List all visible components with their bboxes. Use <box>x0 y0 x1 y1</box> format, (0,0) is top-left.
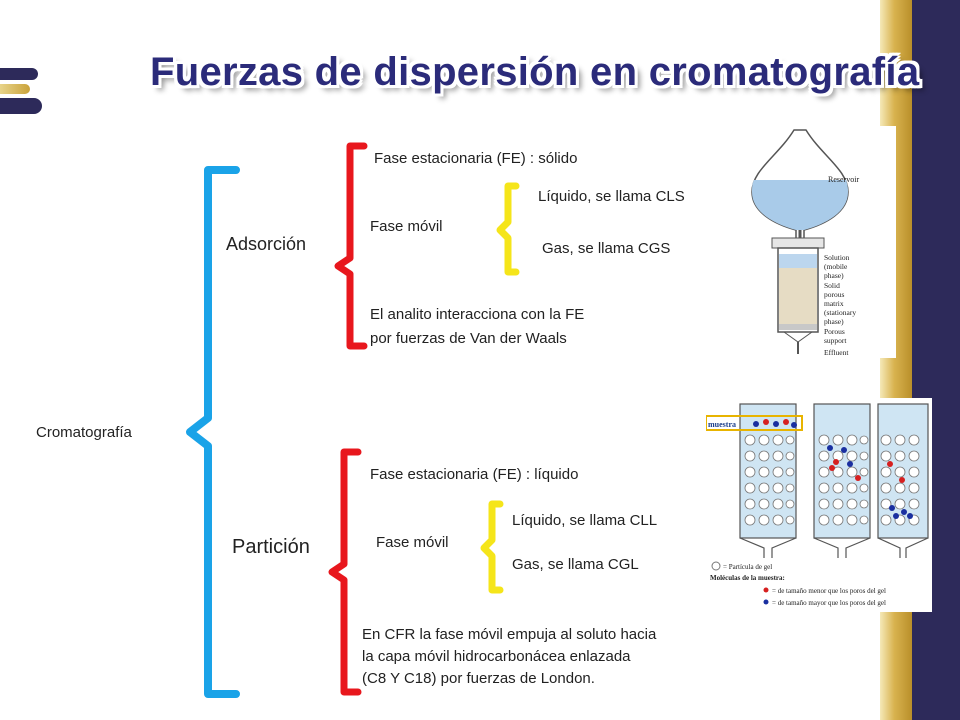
svg-text:Solid: Solid <box>824 281 840 290</box>
adsorcion-label: Adsorción <box>226 234 307 254</box>
adsorcion-movil-brace <box>496 182 520 276</box>
reservoir-label: Reservoir <box>828 175 859 184</box>
adsorcion-fase-estacionaria: Fase estacionaria (FE) : sólido <box>374 150 578 167</box>
particion-cfr-1: En CFR la fase móvil empuja al soluto ha… <box>362 626 657 643</box>
adsorcion-interaccion-2: por fuerzas de Van der Waals <box>370 330 567 347</box>
svg-text:matrix: matrix <box>824 299 844 308</box>
svg-text:porous: porous <box>824 290 844 299</box>
svg-text:Moléculas de la muestra:: Moléculas de la muestra: <box>710 574 785 582</box>
svg-text:= de tamaño mayor que los poro: = de tamaño mayor que los poros del gel <box>772 599 886 607</box>
root-label: Cromatografía <box>36 424 132 441</box>
particion-movil-brace <box>480 500 504 594</box>
gel-figure-panel: muestra <box>705 398 932 612</box>
svg-text:support: support <box>824 336 847 345</box>
svg-text:(mobile: (mobile <box>824 262 848 271</box>
gel-filtration-figure: muestra <box>705 403 929 607</box>
svg-text:Effluent: Effluent <box>824 348 849 357</box>
left-decoration <box>0 98 42 114</box>
muestra-label: muestra <box>708 420 736 429</box>
adsorcion-liquido: Líquido, se llama CLS <box>538 188 685 205</box>
adsorcion-gas: Gas, se llama CGS <box>542 240 671 257</box>
left-decoration-gold <box>0 84 30 94</box>
svg-text:= de tamaño menor que los poro: = de tamaño menor que los poros del gel <box>772 587 886 595</box>
particion-liquido: Líquido, se llama CLL <box>512 512 658 529</box>
particion-fase-movil: Fase móvil <box>376 534 449 551</box>
adsorcion-interaccion-1: El analito interacciona con la FE <box>370 306 585 323</box>
column-chromatography-figure: Reservoir Solution (mobile phase) Solid … <box>751 129 859 357</box>
svg-text:(stationary: (stationary <box>824 308 856 317</box>
particion-cfr-2: la capa móvil hidrocarbonácea enlazada <box>362 648 631 665</box>
particion-gas: Gas, se llama CGL <box>512 556 639 573</box>
adsorcion-fase-movil: Fase móvil <box>370 218 443 235</box>
root-brace <box>186 166 240 698</box>
slide-title: Fuerzas de dispersión en cromatografía <box>150 50 920 94</box>
svg-text:Solution: Solution <box>824 253 850 262</box>
svg-text:= Partícula de gel: = Partícula de gel <box>723 563 772 571</box>
svg-text:Porous: Porous <box>824 327 845 336</box>
column-figure-panel: Reservoir Solution (mobile phase) Solid … <box>740 126 896 358</box>
adsorcion-brace <box>334 142 368 350</box>
left-decoration <box>0 68 38 80</box>
particion-label: Partición <box>232 536 310 558</box>
svg-text:phase): phase) <box>824 271 844 280</box>
particion-fase-estacionaria: Fase estacionaria (FE) : líquido <box>370 466 579 483</box>
svg-text:phase): phase) <box>824 317 844 326</box>
particion-brace <box>328 448 362 696</box>
particion-cfr-3: (C8 Y C18) por fuerzas de London. <box>362 670 595 687</box>
